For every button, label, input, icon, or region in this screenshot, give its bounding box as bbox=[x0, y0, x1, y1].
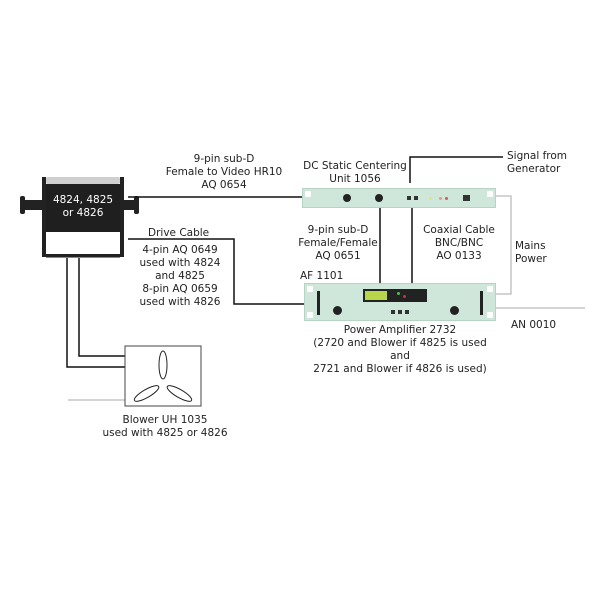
blower-line2: used with 4825 or 4826 bbox=[102, 427, 228, 439]
amplifier-line1: Power Amplifier 2732 bbox=[343, 324, 457, 336]
video-cable-line2: Female to Video HR10 bbox=[165, 166, 283, 178]
signal-label: Signal from Generator bbox=[507, 150, 567, 176]
power-amplifier bbox=[304, 283, 496, 321]
signal-line2: Generator bbox=[507, 163, 561, 175]
shaker-top-cap bbox=[46, 177, 120, 184]
mains-line2: Power bbox=[515, 253, 547, 265]
drive-cable-line3: and 4825 bbox=[155, 270, 205, 282]
blower-hose-2 bbox=[66, 258, 125, 368]
an-cable-label: AN 0010 bbox=[511, 319, 557, 331]
dc-logo bbox=[463, 195, 470, 201]
video-cable-line1: 9-pin sub-D bbox=[193, 153, 255, 165]
amp-knob-right bbox=[450, 306, 459, 315]
amplifier-line4: 2721 and Blower if 4826 is used) bbox=[313, 363, 487, 375]
drive-cable-wire bbox=[128, 238, 304, 305]
amp-left-handle bbox=[317, 291, 320, 315]
blower-label: Blower UH 1035 used with 4825 or 4826 bbox=[90, 414, 240, 440]
mains-label: Mains Power bbox=[515, 240, 547, 266]
amplifier-label: Power Amplifier 2732 (2720 and Blower if… bbox=[300, 324, 500, 376]
left-trunnion bbox=[22, 200, 42, 210]
dc-knob-1 bbox=[343, 194, 351, 202]
af-cable-label: AF 1101 bbox=[300, 270, 344, 282]
shaker-left-rail bbox=[42, 177, 46, 257]
blower-box bbox=[124, 345, 202, 407]
subd-cable-line2: Female/Female bbox=[298, 237, 378, 249]
coax-cable-label: Coaxial Cable BNC/BNC AO 0133 bbox=[414, 224, 504, 263]
video-cable-line3: AQ 0654 bbox=[201, 179, 247, 191]
drive-cable-line2: used with 4824 bbox=[139, 257, 221, 269]
amp-right-handle bbox=[480, 291, 483, 315]
subd-cable-line1: 9-pin sub-D bbox=[307, 224, 369, 236]
drive-cable-line1: 4-pin AQ 0649 bbox=[142, 244, 218, 256]
dc-centering-unit bbox=[302, 188, 496, 208]
right-trunnion bbox=[124, 200, 136, 210]
drive-cable-line5: used with 4826 bbox=[139, 296, 221, 308]
drive-cable-line4: 8-pin AQ 0659 bbox=[142, 283, 218, 295]
coax-cable-line1: Coaxial Cable bbox=[423, 224, 495, 236]
shaker-frame bbox=[20, 177, 139, 258]
dc-unit-line2: Unit 1056 bbox=[329, 173, 381, 185]
amp-knob-left bbox=[333, 306, 342, 315]
dc-unit-label: DC Static Centering Unit 1056 bbox=[300, 160, 410, 186]
coax-cable-line3: AO 0133 bbox=[436, 250, 482, 262]
shaker-label-1: 4824, 4825 bbox=[52, 194, 114, 206]
dc-unit-line1: DC Static Centering bbox=[303, 160, 407, 172]
amplifier-line2: (2720 and Blower if 4825 is used bbox=[313, 337, 487, 349]
signal-line1: Signal from bbox=[507, 150, 568, 162]
shaker-body: 4824, 4825 or 4826 bbox=[46, 184, 120, 232]
shaker-label-2: or 4826 bbox=[62, 207, 104, 219]
blower-hose-1 bbox=[78, 258, 125, 357]
dc-knob-2 bbox=[375, 194, 383, 202]
mains-line1: Mains bbox=[515, 240, 546, 252]
video-cable-label: 9-pin sub-D Female to Video HR10 AQ 0654 bbox=[150, 153, 298, 192]
subd-cable-line3: AQ 0651 bbox=[315, 250, 361, 262]
subd-cable-label: 9-pin sub-D Female/Female AQ 0651 bbox=[298, 224, 378, 263]
drive-cable-title: Drive Cable bbox=[148, 227, 210, 239]
mains-wire bbox=[496, 195, 512, 295]
drive-cable-details: 4-pin AQ 0649 used with 4824 and 4825 8-… bbox=[130, 244, 230, 309]
signal-wire bbox=[409, 156, 503, 183]
coax-cable-line2: BNC/BNC bbox=[434, 237, 484, 249]
shaker-right-rail bbox=[120, 177, 124, 257]
amp-display bbox=[363, 289, 427, 302]
amplifier-line3: and bbox=[390, 350, 410, 362]
fan-icon bbox=[133, 350, 193, 402]
blower-line1: Blower UH 1035 bbox=[122, 414, 208, 426]
